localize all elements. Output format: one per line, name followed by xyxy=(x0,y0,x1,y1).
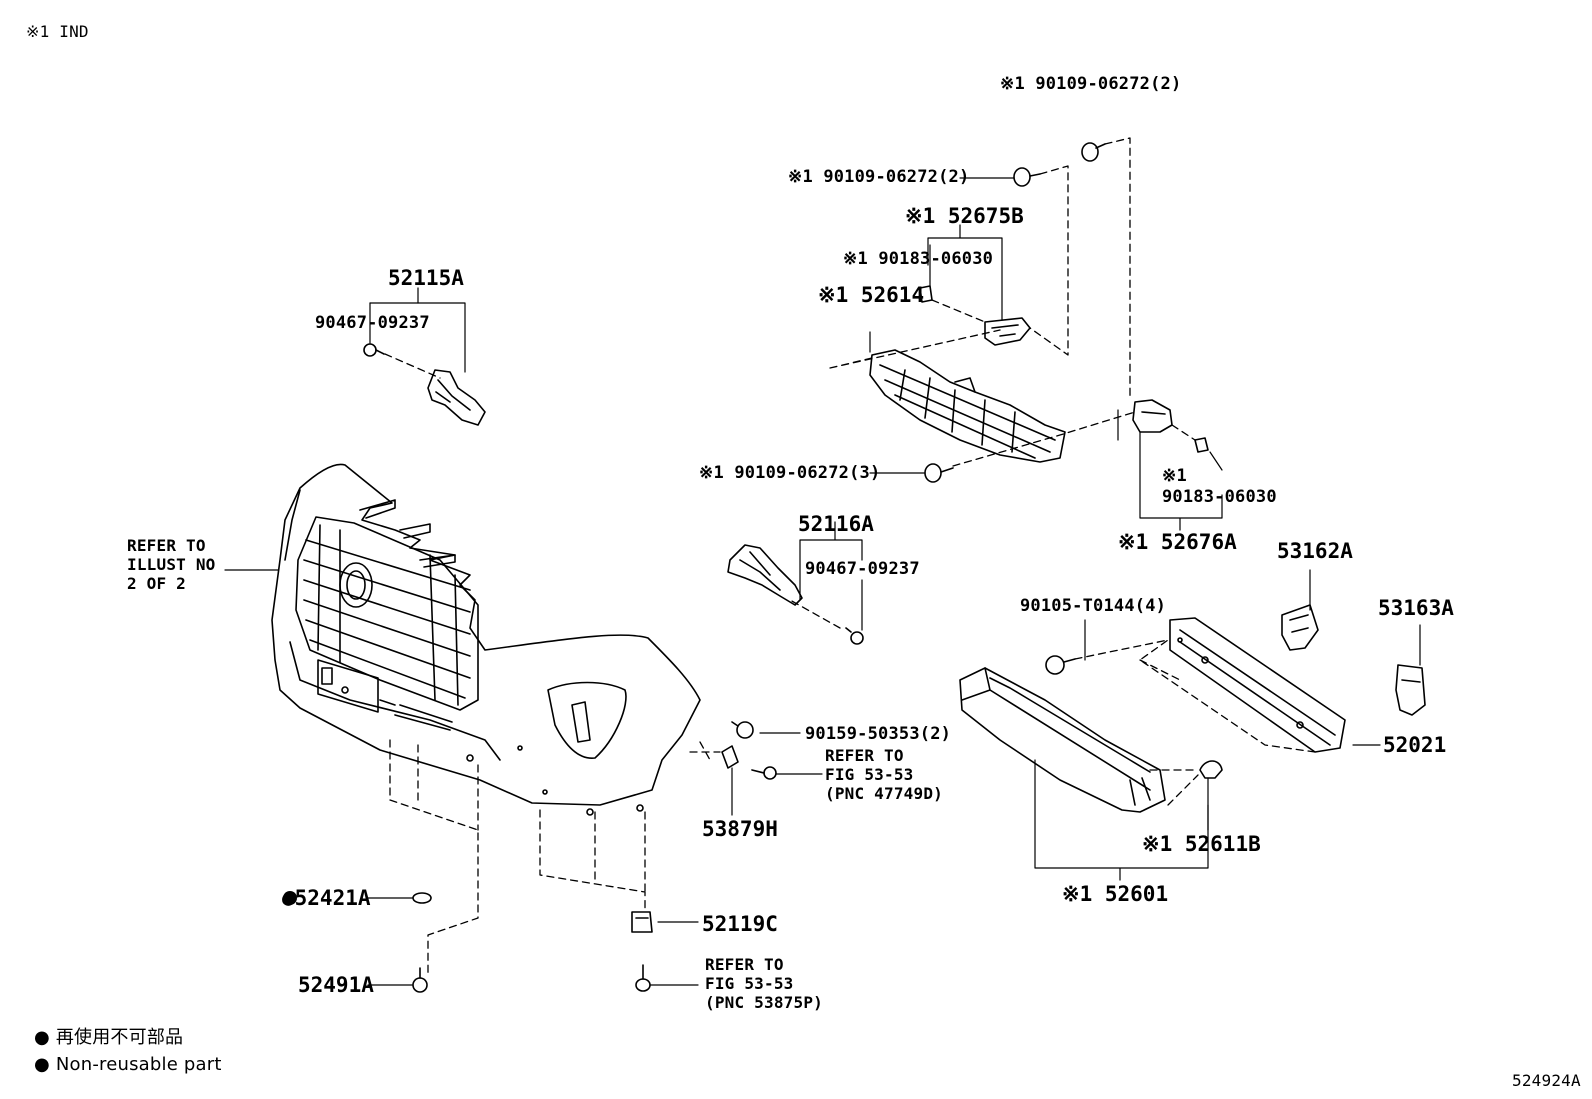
label-52675b[interactable]: ※1 52675B xyxy=(905,204,1024,228)
legend-en-text: ● Non-reusable part xyxy=(34,1054,222,1075)
label-52119c[interactable]: 52119C xyxy=(702,912,778,936)
label-90467-b[interactable]: 90467-09237 xyxy=(805,559,920,579)
energy-absorber-52611b[interactable] xyxy=(959,667,1166,813)
nut-52119c[interactable] xyxy=(631,911,653,933)
legend-bullet-en-icon xyxy=(36,1060,48,1072)
refer-illust-line-3: 2 OF 2 xyxy=(127,574,186,593)
refer-fig-b-line-3: (PNC 53875P) xyxy=(705,993,823,1012)
refer-illust-line-2: ILLUST NO xyxy=(127,555,216,574)
label-90105[interactable]: 90105-T0144(4) xyxy=(1020,596,1167,616)
label-52116a[interactable]: 52116A xyxy=(798,512,874,536)
bolt-90109-mid[interactable] xyxy=(1013,167,1041,187)
refer-fig-b-note[interactable]: REFER TO FIG 53-53 (PNC 53875P) xyxy=(705,955,823,1012)
label-53879h[interactable]: 53879H xyxy=(702,817,778,841)
bumper-cover[interactable] xyxy=(271,463,701,816)
label-52614[interactable]: ※1 52614 xyxy=(818,283,925,307)
label-90467-a[interactable]: 90467-09237 xyxy=(315,313,430,333)
retainer-bracket-52116a[interactable] xyxy=(727,544,864,645)
bolt-90105[interactable] xyxy=(1045,655,1076,675)
label-90183-b-prefix[interactable]: ※1 xyxy=(1162,466,1187,486)
refer-illust-line-1: REFER TO xyxy=(127,536,206,555)
label-52601[interactable]: ※1 52601 xyxy=(1062,882,1169,906)
bolt-90109-low[interactable] xyxy=(924,463,954,483)
screw-52491a[interactable] xyxy=(412,967,428,993)
screw-fig-53-53-b[interactable] xyxy=(635,964,651,992)
refer-fig-a-line-2: FIG 53-53 xyxy=(825,765,914,784)
clip-52421a[interactable] xyxy=(412,892,432,904)
legend-en: ● Non-reusable part xyxy=(34,1055,222,1075)
label-52115a[interactable]: 52115A xyxy=(388,266,464,290)
legend-jp: ● 再使用不可部品 xyxy=(34,1028,183,1048)
extension-53163a[interactable] xyxy=(1395,664,1426,716)
label-52676a[interactable]: ※1 52676A xyxy=(1118,530,1237,554)
label-90159[interactable]: 90159-50353(2) xyxy=(805,724,952,744)
clip-52611b[interactable] xyxy=(1199,760,1223,779)
legend-jp-text: ● 再使用不可部品 xyxy=(34,1027,184,1048)
bumper-reinforcement-52021[interactable] xyxy=(1169,617,1346,753)
bolt-90109-top[interactable] xyxy=(1081,142,1106,162)
bracket-53879h[interactable] xyxy=(721,745,739,769)
label-52491a[interactable]: 52491A xyxy=(298,973,374,997)
refer-fig-a-note[interactable]: REFER TO FIG 53-53 (PNC 47749D) xyxy=(825,746,943,803)
label-90183-b[interactable]: 90183-06030 xyxy=(1162,487,1277,507)
extension-53162a[interactable] xyxy=(1281,604,1319,651)
label-90109-mid[interactable]: ※1 90109-06272(2) xyxy=(788,167,970,187)
label-90109-top[interactable]: ※1 90109-06272(2) xyxy=(1000,74,1182,94)
refer-fig-a-line-3: (PNC 47749D) xyxy=(825,784,943,803)
label-52611b[interactable]: ※1 52611B xyxy=(1142,832,1261,856)
header-note: ※1 IND xyxy=(26,22,89,41)
bracket-52676a[interactable] xyxy=(1132,399,1209,453)
footer-id: 524924A xyxy=(1512,1071,1581,1090)
label-90109-low[interactable]: ※1 90109-06272(3) xyxy=(699,463,881,483)
retainer-bracket-52115a[interactable] xyxy=(363,343,486,426)
refer-fig-a-line-1: REFER TO xyxy=(825,746,904,765)
leader-lines xyxy=(224,177,1421,986)
refer-illust-note: REFER TO ILLUST NO 2 OF 2 xyxy=(127,536,216,593)
refer-fig-b-line-1: REFER TO xyxy=(705,955,784,974)
label-53163a[interactable]: 53163A xyxy=(1378,596,1454,620)
refer-fig-b-line-2: FIG 53-53 xyxy=(705,974,794,993)
label-52021[interactable]: 52021 xyxy=(1383,733,1447,757)
label-53162a[interactable]: 53162A xyxy=(1277,539,1353,563)
dashed-guides xyxy=(384,137,1316,976)
reinforcement-52614[interactable] xyxy=(869,349,1066,463)
legend-bullet-jp-icon xyxy=(36,1033,48,1045)
label-90183-a[interactable]: ※1 90183-06030 xyxy=(843,249,994,269)
screw-fig-53-53-a[interactable] xyxy=(751,766,777,780)
nut-90159[interactable] xyxy=(731,721,754,739)
label-52421a[interactable]: ●52421A xyxy=(282,886,371,910)
non-reusable-dot-icon xyxy=(283,891,297,905)
